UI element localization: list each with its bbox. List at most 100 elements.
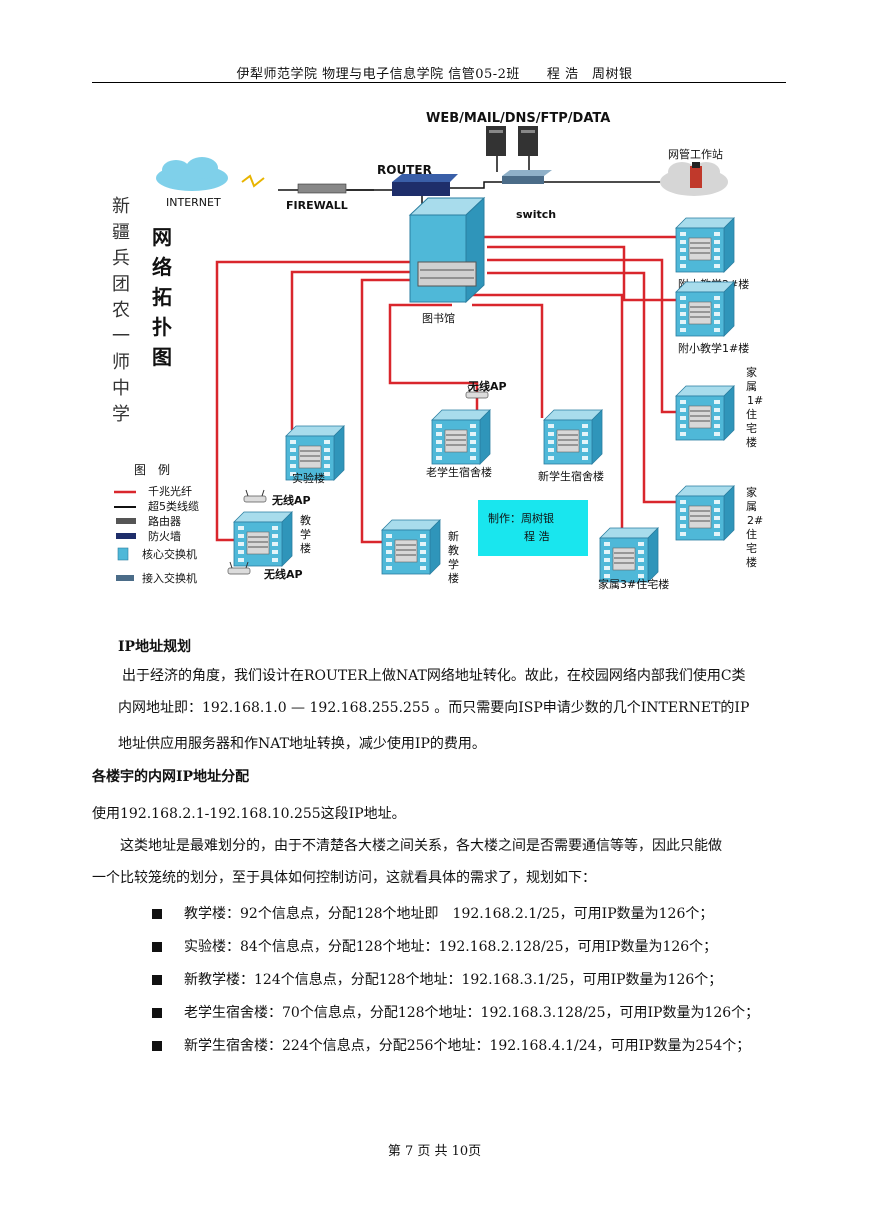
svg-text:2#: 2# (747, 514, 763, 527)
ip-para-line2: 内网地址即：192.168.1.0 — 192.168.255.255 。而只需… (118, 700, 750, 716)
switch-icon (502, 170, 552, 184)
firewall-icon (297, 183, 347, 194)
wireless-ap-icon (243, 489, 267, 503)
fiber-links (215, 235, 676, 544)
svg-text:团: 团 (112, 274, 130, 295)
svg-text:1#: 1# (747, 394, 763, 407)
bullet-square-icon (152, 909, 162, 919)
library-label: 图书馆 (422, 311, 455, 325)
bullet-square-icon (152, 975, 162, 985)
building-family1-icon (675, 385, 735, 441)
list-item: 老学生宿舍楼：70个信息点，分配128个地址：192.168.3.128/25，… (152, 997, 792, 1030)
legend-title: 图 例 (134, 463, 170, 477)
producer-box (478, 500, 588, 556)
school-name-vertical: 新疆 兵团 农一 师中 学 (112, 196, 130, 425)
svg-text:学: 学 (112, 404, 130, 425)
list-item: 新教学楼：124个信息点，分配128个地址：192.168.3.1/25，可用I… (152, 964, 792, 997)
router-label: ROUTER (377, 163, 432, 177)
building-teaching-icon (233, 511, 293, 567)
building-family2-icon (675, 485, 735, 541)
wireless-ap-label-2: 无线AP (271, 493, 311, 507)
library-core-switch-icon (408, 196, 486, 304)
ip-para-line1: 出于经济的角度，我们设计在ROUTER上做NAT网络地址转化。故此，在校园网络内… (122, 668, 746, 684)
new-dorm-label: 新学生宿舍楼 (538, 469, 604, 483)
firewall-label: FIREWALL (286, 199, 348, 212)
plan-para-line1: 这类地址是最难划分的，由于不清楚各大楼之间关系，各大楼之间是否需要通信等等，因此… (120, 838, 722, 854)
svg-text:学: 学 (300, 527, 311, 541)
svg-text:疆: 疆 (112, 222, 130, 243)
svg-text:楼: 楼 (448, 571, 459, 585)
svg-text:家: 家 (746, 485, 757, 499)
fuxiao1-label: 附小教学1#楼 (678, 341, 749, 355)
internet-label: INTERNET (166, 196, 221, 209)
family1-label: 家属1# 住宅楼 (746, 365, 763, 449)
ip-planning-heading: IP地址规划 (118, 639, 192, 655)
allocation-list: 教学楼：92个信息点，分配128个地址即 192.168.2.1/25，可用IP… (152, 898, 792, 1063)
svg-text:图: 图 (152, 345, 172, 369)
svg-text:扑: 扑 (152, 315, 172, 339)
svg-text:中: 中 (112, 378, 130, 399)
svg-text:住: 住 (746, 407, 757, 421)
switch-label: switch (516, 208, 556, 221)
svg-text:属: 属 (746, 380, 757, 393)
building-fuxiao1-icon (675, 281, 735, 337)
legend-cat5: 超5类线缆 (148, 499, 199, 513)
server-icon (486, 126, 538, 156)
bullet-square-icon (152, 1041, 162, 1051)
legend-access-switch: 接入交换机 (142, 571, 197, 585)
svg-text:楼: 楼 (746, 435, 757, 449)
router-icon (392, 174, 458, 196)
bullet-square-icon (152, 1008, 162, 1018)
svg-text:教: 教 (300, 514, 311, 527)
teaching-label: 教学楼 (300, 514, 311, 555)
svg-text:络: 络 (152, 255, 172, 279)
wireless-ap-label-3: 无线AP (263, 567, 303, 581)
producer-line1: 制作：周树银 (488, 511, 554, 525)
svg-text:宅: 宅 (746, 541, 757, 555)
list-item: 实验楼：84个信息点，分配128个地址：192.168.2.128/25，可用I… (152, 931, 792, 964)
svg-text:学: 学 (448, 557, 459, 571)
server-label: WEB/MAIL/DNS/FTP/DATA (426, 111, 610, 126)
list-item: 新学生宿舍楼：224个信息点，分配256个地址：192.168.4.1/24，可… (152, 1030, 792, 1063)
svg-text:教: 教 (448, 544, 459, 557)
header-rule (92, 82, 786, 83)
legend-firewall: 防火墙 (148, 529, 181, 543)
legend: 图 例 千兆光纤 超5类线缆 路由器 防火墙 核心交换机 接入交换机 (114, 463, 199, 585)
building-new-dorm-icon (543, 409, 603, 465)
building-old-dorm-icon (431, 409, 491, 465)
link-new-dorm (472, 303, 544, 418)
allocation-heading: 各楼宇的内网IP地址分配 (92, 769, 250, 785)
lab-label: 实验楼 (292, 471, 325, 485)
link-teaching (215, 260, 410, 542)
bullet-square-icon (152, 942, 162, 952)
svg-text:农: 农 (112, 300, 130, 321)
workstation-cloud-icon (660, 162, 728, 196)
plan-para-line2: 一个比较笼统的划分，至于具体如何控制访问，这就看具体的需求了，规划如下： (92, 870, 596, 886)
svg-text:属: 属 (746, 500, 757, 513)
legend-fiber: 千兆光纤 (148, 484, 192, 498)
link-family3 (472, 293, 624, 535)
link-new-teaching (360, 278, 422, 544)
legend-router: 路由器 (148, 514, 181, 528)
svg-text:住: 住 (746, 527, 757, 541)
building-fuxiao2-icon (675, 217, 735, 273)
building-new-teaching-icon (381, 519, 441, 575)
list-item: 教学楼：92个信息点，分配128个地址即 192.168.2.1/25，可用IP… (152, 898, 792, 931)
producer-line2: 程 浩 (524, 530, 550, 543)
svg-text:网: 网 (152, 225, 172, 249)
new-teaching-label: 新教学楼 (448, 529, 459, 585)
svg-text:师: 师 (112, 352, 130, 373)
svg-text:楼: 楼 (746, 555, 757, 569)
family3-label: 家属3#住宅楼 (598, 577, 669, 591)
topology-title-vertical: 网络 拓扑 图 (152, 225, 172, 369)
svg-text:新: 新 (448, 529, 459, 543)
building-family3-icon (599, 527, 659, 583)
svg-text:新: 新 (112, 196, 130, 217)
legend-core-switch: 核心交换机 (142, 547, 197, 561)
page-header: 伊犁师范学院 物理与电子信息学院 信管05-2班 程 浩 周树银 (236, 67, 633, 82)
link-lab (290, 270, 410, 430)
wireless-ap-label-1: 无线AP (467, 379, 507, 393)
old-dorm-label: 老学生宿舍楼 (426, 465, 492, 479)
svg-text:宅: 宅 (746, 421, 757, 435)
svg-text:楼: 楼 (300, 541, 311, 555)
